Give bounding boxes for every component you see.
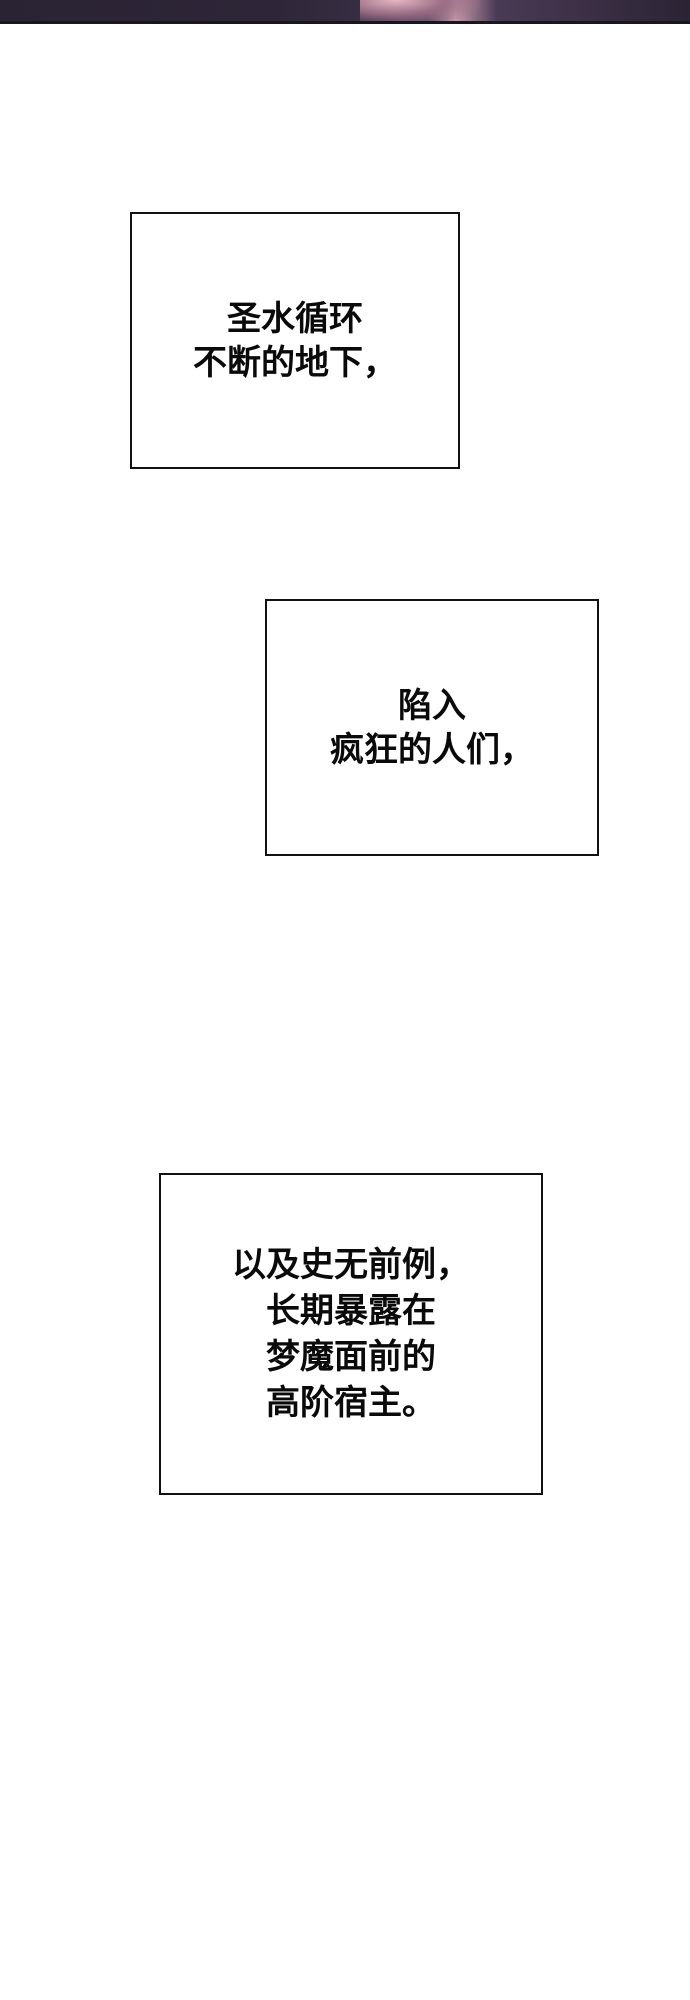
narration-line: 高阶宿主。 bbox=[266, 1383, 436, 1423]
narration-box-2: 陷入 疯狂的人们， bbox=[265, 599, 599, 856]
panel-art-highlight bbox=[360, 0, 480, 24]
narration-line: 长期暴露在 bbox=[266, 1291, 436, 1331]
narration-line: 圣水循环 bbox=[227, 298, 363, 339]
narration-box-3: 以及史无前例， 长期暴露在 梦魔面前的 高阶宿主。 bbox=[159, 1173, 543, 1495]
narration-box-1: 圣水循环 不断的地下， bbox=[130, 212, 460, 469]
narration-line: 不断的地下， bbox=[193, 342, 397, 383]
narration-line: 疯狂的人们， bbox=[330, 729, 534, 770]
narration-line: 以及史无前例， bbox=[232, 1245, 470, 1285]
narration-line: 梦魔面前的 bbox=[266, 1337, 436, 1377]
panel-border bbox=[0, 21, 690, 24]
previous-panel-art-strip bbox=[0, 0, 690, 24]
narration-line: 陷入 bbox=[398, 685, 466, 726]
